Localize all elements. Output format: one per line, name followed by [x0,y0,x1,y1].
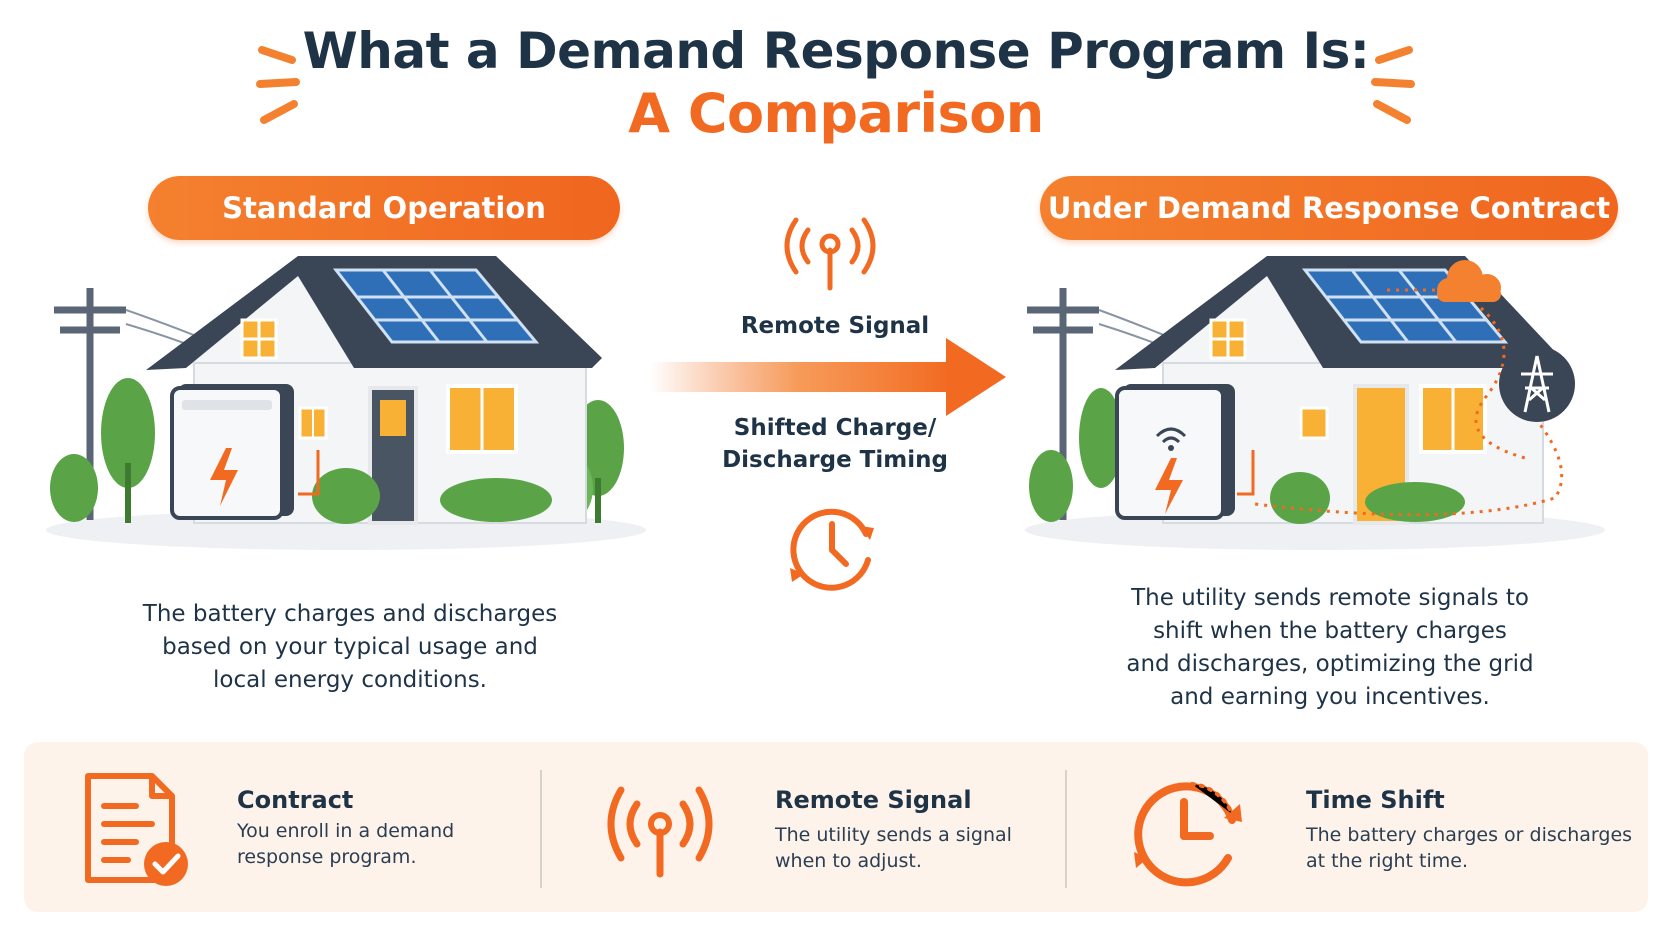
solar-panel-icon [332,268,540,344]
standard-operation-label: Standard Operation [148,176,620,240]
divider [540,770,542,888]
remote-signal-icon [784,217,876,291]
standard-operation-description: The battery charges and discharges based… [90,598,610,697]
flow-arrow-icon [650,338,1006,416]
demand-response-label: Under Demand Response Contract [1040,176,1618,240]
contract-icon [85,773,188,886]
feature-title-contract: Contract [237,786,354,814]
description-line: based on your typical usage and [162,634,538,660]
power-grid-tower-icon [1499,346,1575,422]
page-title: What a Demand Response Program Is: [302,22,1370,80]
description-line: local energy conditions. [213,667,487,693]
feature-desc-line: You enroll in a demand [237,820,455,842]
feature-summary-panel [24,742,1648,912]
home-battery-icon [1115,384,1235,520]
cloud-icon [1437,260,1501,302]
sparkle-right-icon [1371,46,1415,124]
standard-house-illustration [46,256,646,550]
description-line: shift when the battery charges [1153,618,1507,644]
feature-title-remote-signal: Remote Signal [775,786,972,814]
description-line: The battery charges and discharges [142,601,558,627]
feature-desc-line: when to adjust. [775,850,922,872]
feature-desc-remote-signal: The utility sends a signal when to adjus… [775,822,1045,874]
divider [1065,770,1067,888]
feature-title-time-shift: Time Shift [1306,786,1445,814]
remote-signal-label: Remote Signal [740,313,930,339]
feature-desc-line: The battery charges or discharges [1306,824,1633,846]
feature-desc-line: at the right time. [1306,850,1469,872]
description-line: The utility sends remote signals to [1131,585,1529,611]
feature-desc-line: The utility sends a signal [775,824,1012,846]
signal-icon [607,786,713,878]
description-line: and discharges, optimizing the grid [1126,651,1534,677]
shift-timing-label: Shifted Charge/ Discharge Timing [700,412,970,476]
sparkle-left-icon [256,46,300,124]
clock-icon [1134,782,1242,887]
page-subtitle: A Comparison [628,82,1044,145]
time-shift-clock-icon [790,508,874,591]
shift-timing-label-line1: Shifted Charge/ [733,415,937,441]
demand-response-house-illustration [1025,256,1605,550]
demand-response-description: The utility sends remote signals to shif… [1060,582,1600,714]
feature-desc-contract: You enroll in a demand response program. [237,818,517,870]
feature-desc-time-shift: The battery charges or discharges at the… [1306,822,1636,874]
feature-desc-line: response program. [237,846,417,868]
home-battery-icon [170,384,294,520]
shift-timing-label-line2: Discharge Timing [722,447,948,473]
description-line: and earning you incentives. [1170,684,1490,710]
